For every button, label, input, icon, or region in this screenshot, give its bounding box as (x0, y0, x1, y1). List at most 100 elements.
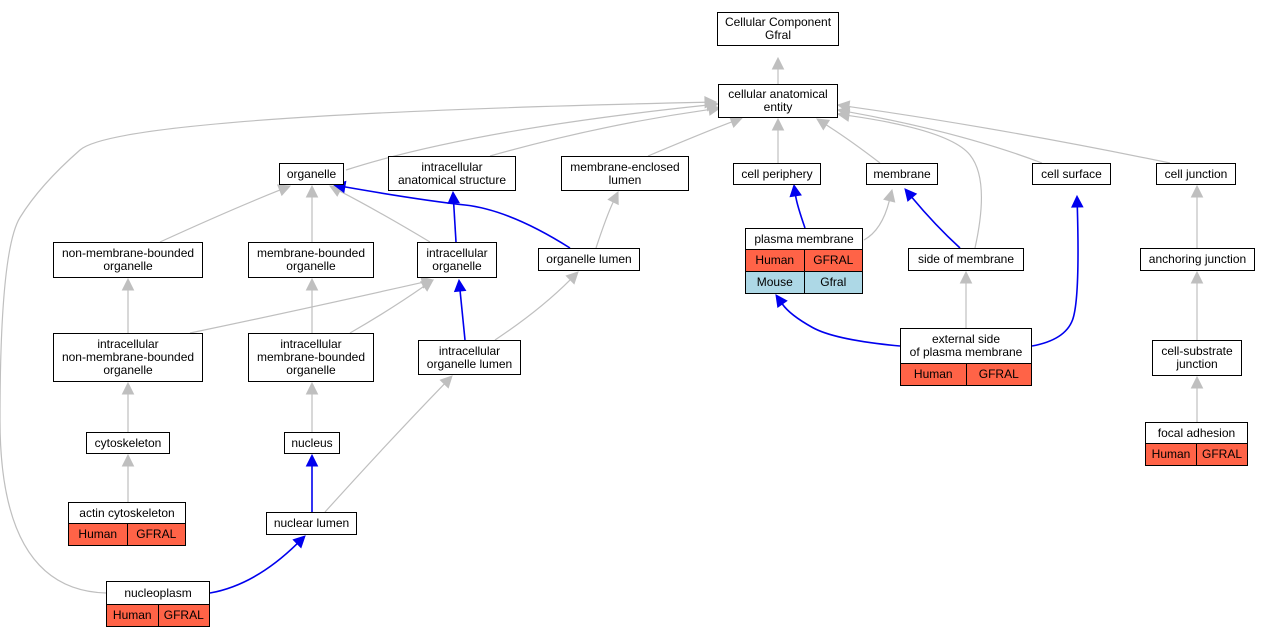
edge-line (459, 290, 466, 341)
arrowhead (292, 535, 306, 549)
edge-is-a (771, 56, 785, 84)
edge-is-a (305, 277, 319, 333)
node-label: nuclear lumen (273, 516, 350, 530)
edge-part-of (789, 183, 806, 229)
node-cellular-anatomical-entity[interactable]: cellular anatomical entity (718, 84, 838, 118)
arrowhead (1190, 270, 1204, 284)
annotation-species: Mouse (756, 275, 793, 289)
edge-part-of (209, 535, 306, 594)
edge-line (494, 279, 571, 341)
arrowhead (789, 183, 802, 198)
node-intracellular-organelle-lumen[interactable]: intracellular organelle lumen (418, 340, 521, 375)
edge-is-a (959, 270, 973, 328)
node-membrane-bounded-organelle[interactable]: membrane-bounded organelle (248, 242, 374, 278)
arrowhead (1190, 184, 1204, 198)
node-label: nucleus (291, 435, 333, 450)
annotation-gene: GFRAL (126, 524, 186, 545)
edge-line (209, 543, 298, 594)
edge-is-a (305, 184, 319, 242)
arrowhead (729, 116, 744, 128)
node-organelle-lumen[interactable]: organelle lumen (538, 248, 640, 271)
edge-is-a (0, 95, 718, 594)
node-cellular-component[interactable]: Cellular Component Gfral (717, 12, 839, 46)
node-cytoskeleton[interactable]: cytoskeleton (86, 432, 170, 454)
arrowhead (771, 117, 785, 131)
node-membrane-enclosed-lumen[interactable]: membrane-enclosed lumen (561, 156, 689, 191)
edge-line (781, 303, 901, 347)
node-label: membrane-bounded organelle (256, 246, 366, 273)
edge-line (489, 108, 710, 157)
edge-line (825, 124, 881, 164)
node-intracellular-membrane-bounded-organelle[interactable]: intracellular membrane-bounded organelle (248, 333, 374, 382)
node-nucleus[interactable]: nucleus (284, 432, 340, 454)
node-label: intracellular organelle (426, 246, 488, 273)
node-nuclear-lumen[interactable]: nuclear lumen (266, 512, 357, 535)
arrowhead (836, 109, 851, 122)
node-intracellular-anatomical-structure[interactable]: intracellular anatomical structure (388, 156, 516, 191)
node-cell-junction[interactable]: cell junction (1156, 163, 1236, 185)
arrowhead (121, 381, 135, 395)
node-label: cell surface (1041, 166, 1102, 181)
node-membrane[interactable]: membrane (866, 163, 938, 185)
node-label: intracellular organelle lumen (426, 343, 513, 371)
node-label: side of membrane (917, 252, 1015, 266)
annotation-gene: GFRAL (965, 364, 1032, 385)
node-label: cytoskeleton (94, 435, 162, 450)
arrowhead (447, 190, 460, 204)
arrowhead (276, 184, 292, 197)
edge-line (159, 189, 281, 243)
edge-is-a (121, 381, 135, 432)
edge-is-a (1190, 184, 1204, 248)
edge-is-a (647, 116, 744, 157)
edge-line (345, 104, 708, 171)
node-label: external side of plasma membrane (909, 332, 1023, 359)
arrowhead (883, 188, 896, 203)
edge-line (911, 196, 961, 249)
edge-line (863, 200, 890, 241)
edge-line (647, 121, 732, 157)
node-intracellular-organelle[interactable]: intracellular organelle (417, 242, 497, 278)
edge-line (339, 190, 431, 243)
node-intracellular-non-membrane-bounded-organelle[interactable]: intracellular non-membrane-bounded organ… (53, 333, 203, 382)
annotation-gene: GFRAL (157, 605, 210, 626)
edge-line (595, 201, 614, 249)
annotation-species: Human (913, 367, 953, 381)
edge-line (452, 202, 457, 243)
node-cell-substrate-junction[interactable]: cell-substrate junction (1152, 340, 1242, 376)
arrowhead (121, 277, 135, 291)
edge-is-a (836, 109, 982, 249)
arrowhead (607, 190, 619, 206)
edge-part-of (332, 180, 571, 249)
node-non-membrane-bounded-organelle[interactable]: non-membrane-bounded organelle (53, 242, 203, 278)
edge-line (344, 186, 571, 249)
node-organelle[interactable]: organelle (279, 163, 344, 185)
edge-is-a (494, 271, 579, 341)
arrowhead (704, 95, 718, 109)
node-label: actin cytoskeleton (79, 505, 175, 520)
node-side-of-membrane[interactable]: side of membrane (908, 248, 1024, 271)
edge-is-a (349, 279, 434, 334)
edge-is-a (1190, 270, 1204, 340)
node-cell-periphery[interactable]: cell periphery (733, 163, 821, 185)
arrowhead (305, 453, 319, 467)
node-label: non-membrane-bounded organelle (61, 246, 195, 273)
node-label: membrane-enclosed lumen (570, 159, 680, 187)
node-label: anchoring junction (1148, 252, 1247, 266)
node-label: Cellular Component Gfral (724, 15, 832, 42)
arrowhead (439, 375, 453, 389)
edge-line (848, 111, 1043, 164)
node-cell-surface[interactable]: cell surface (1032, 163, 1111, 185)
edge-is-a (121, 277, 135, 333)
node-anchoring-junction[interactable]: anchoring junction (1140, 248, 1255, 271)
edge-part-of (904, 188, 961, 249)
edge-is-a (159, 184, 292, 243)
